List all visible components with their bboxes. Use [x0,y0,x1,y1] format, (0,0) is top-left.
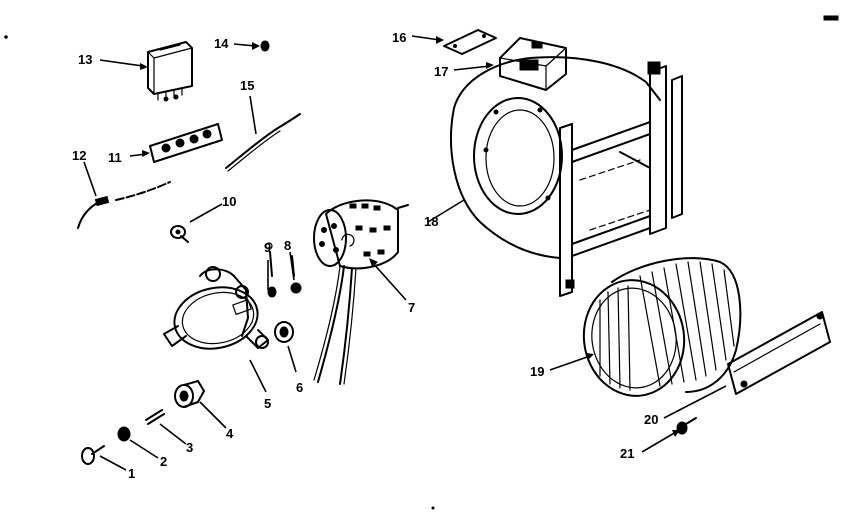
part-4-collar [174,380,205,408]
part-11-terminal-strip [149,123,223,163]
part-20-cutoff-plate [727,311,831,395]
part-6-bushing [274,321,294,343]
part-10-screw [170,225,189,243]
part-19-blower-wheel [582,257,742,397]
callout-12: 12 [72,148,86,163]
part-1-bolt [81,445,105,465]
part-18-blower-housing [450,56,683,297]
part-15-wire [225,113,301,172]
callout-5: 5 [264,396,271,411]
stray-mark [823,15,839,21]
callout-7: 7 [408,300,415,315]
part-14-screw [260,40,270,52]
callout-20: 20 [644,412,658,427]
callout-14: 14 [214,36,229,51]
callout-numbers: 1 2 3 4 5 6 7 8 9 10 11 12 13 14 15 16 1… [72,30,658,481]
callout-18: 18 [424,214,438,229]
callout-3: 3 [186,440,193,455]
part-21-screw [676,417,697,435]
callout-17: 17 [434,64,448,79]
callout-9: 9 [264,240,271,255]
callout-21: 21 [620,446,634,461]
callout-2: 2 [160,454,167,469]
callout-11: 11 [108,150,122,165]
callout-10: 10 [222,194,236,209]
callout-8: 8 [284,238,291,253]
callout-4: 4 [226,426,234,441]
part-2-nut [117,426,131,442]
callout-1: 1 [128,466,135,481]
stray-mark [431,506,435,510]
part-5-motor-mount [163,266,269,350]
callout-6: 6 [296,380,303,395]
part-17-bracket [499,37,567,91]
part-9-screw [265,242,277,298]
callout-19: 19 [530,364,544,379]
part-16-bracket-plate [443,29,497,55]
part-3-pin [145,409,165,425]
part-13-control-relay [147,41,193,102]
part-12-lead-wire [77,181,171,229]
callout-16: 16 [392,30,406,45]
leader-lines [83,35,727,471]
callout-13: 13 [78,52,92,67]
part-7-blower-motor [313,199,409,385]
callout-15: 15 [240,78,254,93]
stray-mark [4,35,8,39]
